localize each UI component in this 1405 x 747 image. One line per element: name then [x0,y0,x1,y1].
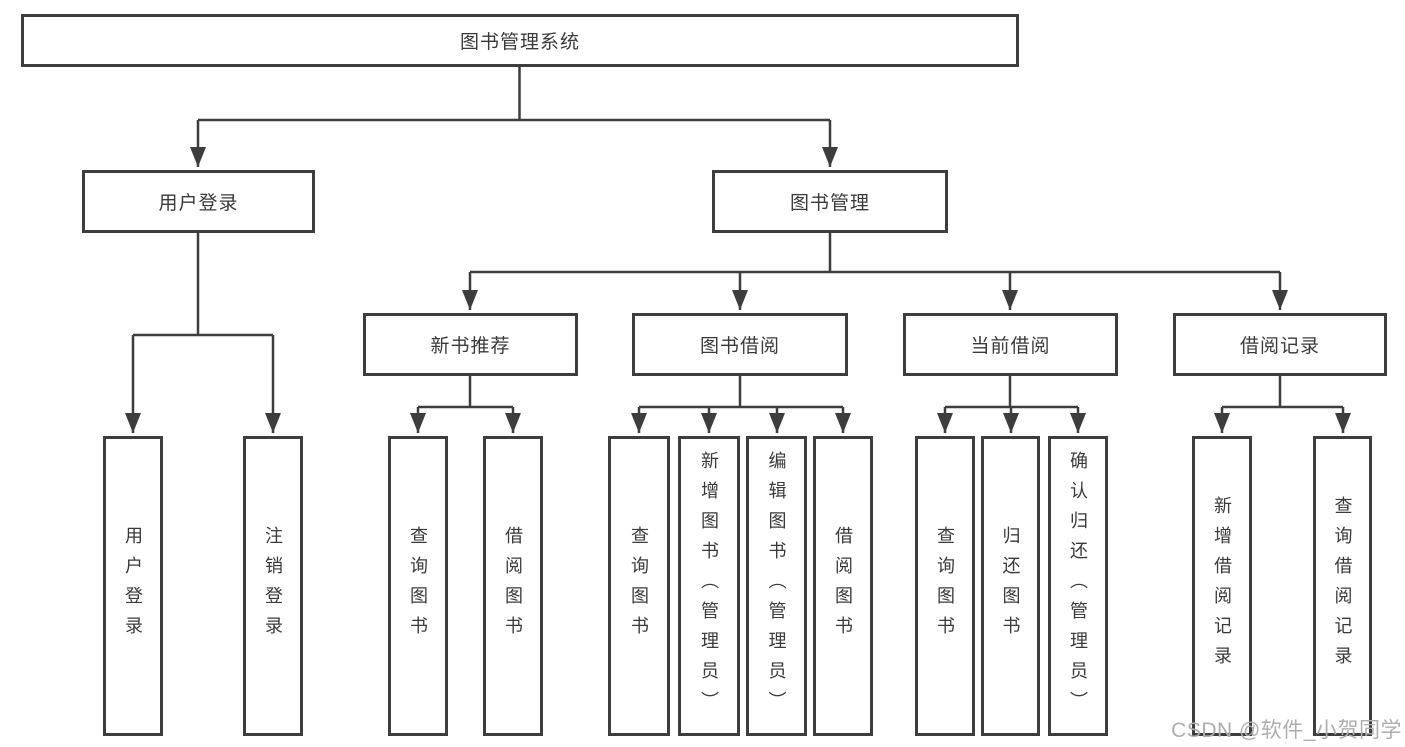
leaf-add-books-admin: 新增图书（管理员） [678,436,740,736]
node-label: 注销登录 [263,526,283,646]
node-label: 当前借阅 [970,336,1051,357]
leaf-add-borrow-record: 新增借阅记录 [1192,436,1252,736]
node-label: 新增图书（管理员） [699,451,719,721]
node-label: 借阅图书 [833,526,853,646]
leaf-borrow-books: 借阅图书 [813,436,873,736]
leaf-query-books-borrowing: 查询图书 [608,436,670,736]
node-label: 查询借阅记录 [1332,496,1353,676]
node-label: 编辑图书（管理员） [766,451,787,721]
leaf-user-login: 用户登录 [103,436,163,736]
leaf-confirm-return-admin: 确认归还（管理员） [1048,436,1108,736]
node-current-borrowing: 当前借阅 [903,313,1118,376]
leaf-logout: 注销登录 [243,436,303,736]
node-label: 用户登录 [123,526,143,646]
node-label: 查询图书 [935,526,955,646]
node-borrowing-records: 借阅记录 [1173,313,1387,376]
node-label: 图书管理系统 [459,32,580,53]
node-label: 借阅图书 [503,526,523,646]
node-label: 图书管理 [789,193,870,214]
node-book-management: 图书管理 [712,170,948,233]
node-label: 查询图书 [629,526,649,646]
leaf-return-books: 归还图书 [981,436,1040,736]
node-label: 借阅记录 [1239,336,1320,357]
node-user-login: 用户登录 [82,170,315,233]
leaf-query-books-current: 查询图书 [915,436,975,736]
leaf-edit-books-admin: 编辑图书（管理员） [746,436,807,736]
node-label: 查询图书 [408,526,428,646]
node-label: 新书推荐 [430,336,511,357]
leaf-query-borrow-record: 查询借阅记录 [1313,436,1372,736]
node-label: 确认归还（管理员） [1068,451,1088,721]
node-label: 用户登录 [158,193,239,214]
node-book-management-system: 图书管理系统 [21,14,1019,67]
node-book-borrowing: 图书借阅 [632,313,848,376]
node-label: 新增借阅记录 [1212,496,1232,676]
node-label: 图书借阅 [699,336,780,357]
node-new-book-recommend: 新书推荐 [363,313,578,376]
leaf-query-books-recommend: 查询图书 [388,436,448,736]
leaf-borrow-books-recommend: 借阅图书 [483,436,543,736]
watermark: CSDN @软件_小贺同学 [1171,719,1402,742]
node-label: 归还图书 [1000,526,1021,646]
